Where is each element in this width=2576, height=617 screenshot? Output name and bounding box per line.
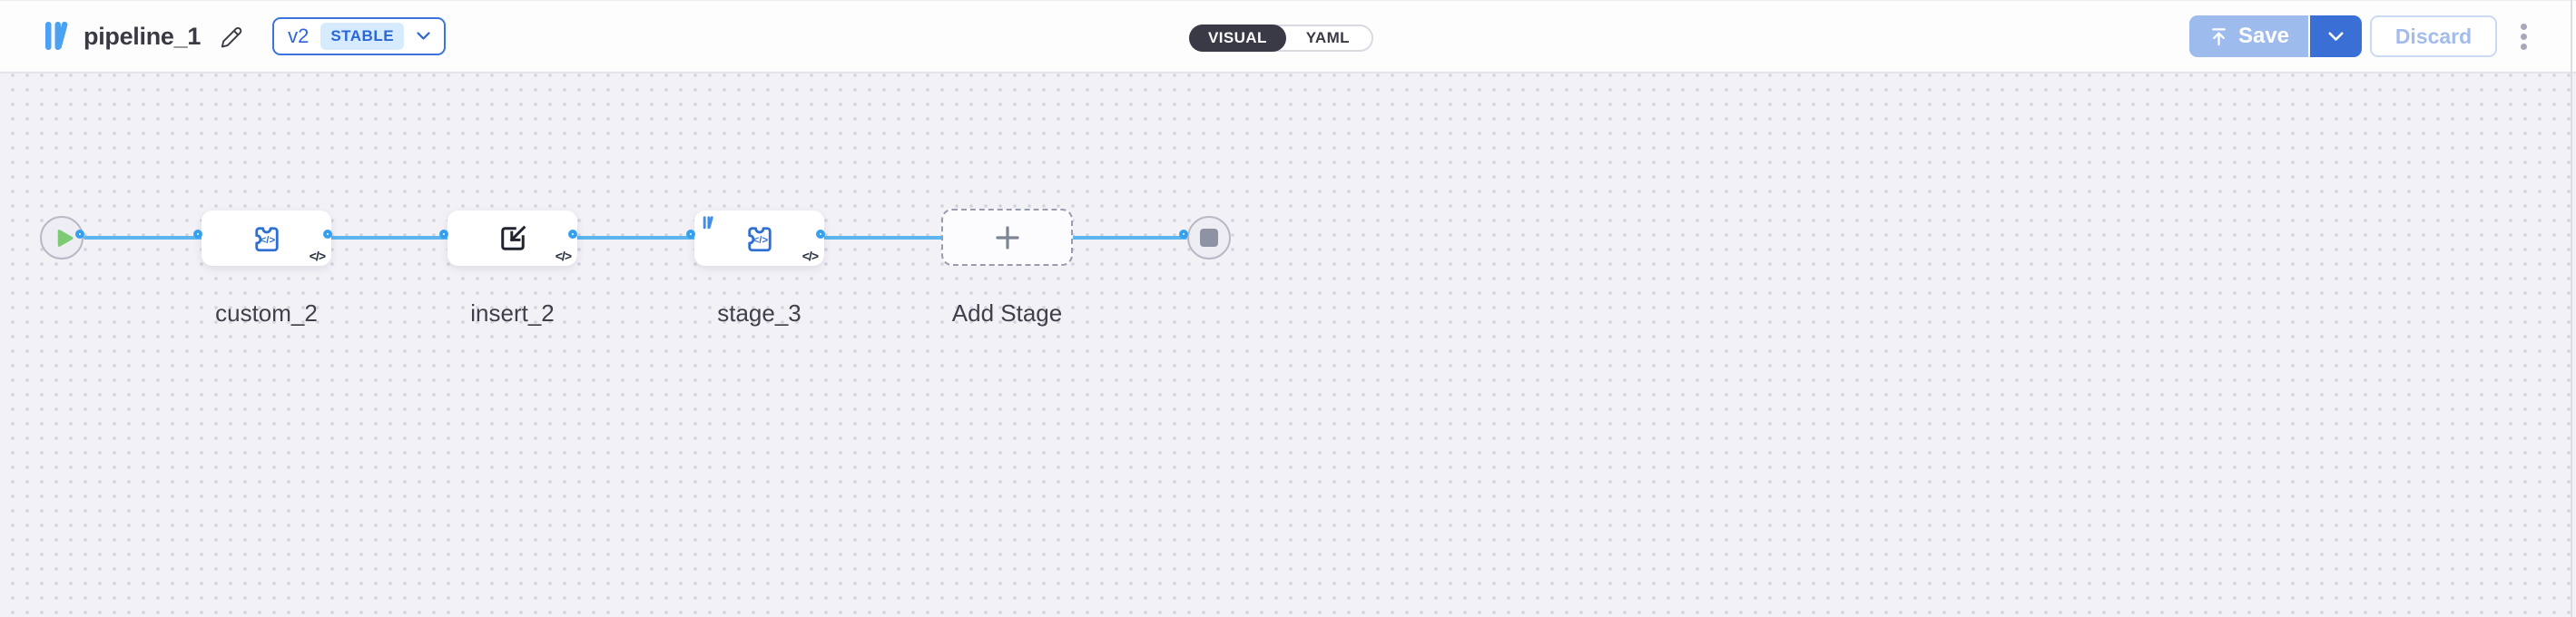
stage-label-stage_3: stage_3 (717, 299, 801, 327)
save-dropdown-button[interactable] (2310, 15, 2362, 57)
discard-button[interactable]: Discard (2370, 15, 2497, 57)
port-stage3-out[interactable] (816, 230, 825, 239)
add-stage-button[interactable] (941, 209, 1073, 266)
tab-yaml[interactable]: YAML (1305, 29, 1350, 46)
version-selector[interactable]: v2 STABLE (272, 17, 447, 55)
upload-icon (2212, 27, 2226, 45)
stage-label-insert_2: insert_2 (470, 299, 555, 327)
header-bar: pipeline_1 v2 STABLE VISUAL YAML (0, 0, 2576, 73)
code-badge: </> (309, 249, 326, 263)
code-badge: </> (801, 249, 819, 263)
more-options-button[interactable] (2517, 20, 2531, 54)
kebab-dot (2521, 33, 2527, 40)
kebab-dot (2521, 23, 2527, 30)
stage-node-stage_3[interactable]: </> </> (694, 211, 824, 266)
code-badge: </> (555, 249, 572, 263)
save-split-divider (2308, 15, 2310, 57)
app-logo-icon (45, 21, 68, 50)
stage-node-insert_2[interactable]: </> (447, 211, 577, 266)
pipeline-canvas[interactable]: </> </> </> </> </> (0, 73, 2576, 617)
port-insert2-out[interactable] (568, 230, 577, 239)
version-stable-badge: STABLE (320, 23, 405, 50)
version-label: v2 (288, 24, 310, 47)
port-insert2-in[interactable] (439, 230, 448, 239)
view-mode-toggle: VISUAL YAML (1189, 24, 1373, 52)
header-left-group: pipeline_1 v2 STABLE (44, 17, 447, 55)
save-label: Save (2237, 24, 2290, 48)
stage-node-custom_2[interactable]: </> </> (202, 211, 331, 266)
import-icon (500, 225, 526, 250)
tab-visual[interactable]: VISUAL (1189, 24, 1286, 52)
puzzle-code-icon: </> (747, 226, 772, 251)
chevron-down-icon (2328, 31, 2344, 41)
library-badge-icon (703, 216, 713, 230)
stop-icon (1200, 229, 1218, 247)
stage-label-custom_2: custom_2 (215, 299, 318, 327)
play-icon (57, 229, 73, 247)
kebab-dot (2521, 43, 2527, 50)
port-start-out[interactable] (75, 230, 84, 239)
header-right-group: Save Discard (2189, 15, 2531, 57)
pencil-icon (221, 26, 242, 47)
port-end-in[interactable] (1179, 230, 1188, 239)
window-right-border (2571, 0, 2572, 617)
save-button[interactable]: Save (2189, 15, 2308, 57)
pipeline-end-node[interactable] (1187, 216, 1231, 260)
svg-text:</>: </> (260, 235, 275, 246)
svg-text:</>: </> (752, 235, 768, 246)
plus-icon (995, 225, 1019, 250)
add-stage-label: Add Stage (951, 299, 1063, 327)
port-stage3-in[interactable] (686, 230, 695, 239)
port-custom2-out[interactable] (323, 230, 332, 239)
pipeline-edge (84, 236, 1187, 240)
port-custom2-in[interactable] (193, 230, 202, 239)
puzzle-code-icon: </> (254, 226, 279, 251)
discard-label: Discard (2394, 24, 2473, 48)
edit-title-button[interactable] (219, 24, 243, 49)
chevron-down-icon (417, 32, 430, 41)
pipeline-title: pipeline_1 (84, 22, 202, 50)
